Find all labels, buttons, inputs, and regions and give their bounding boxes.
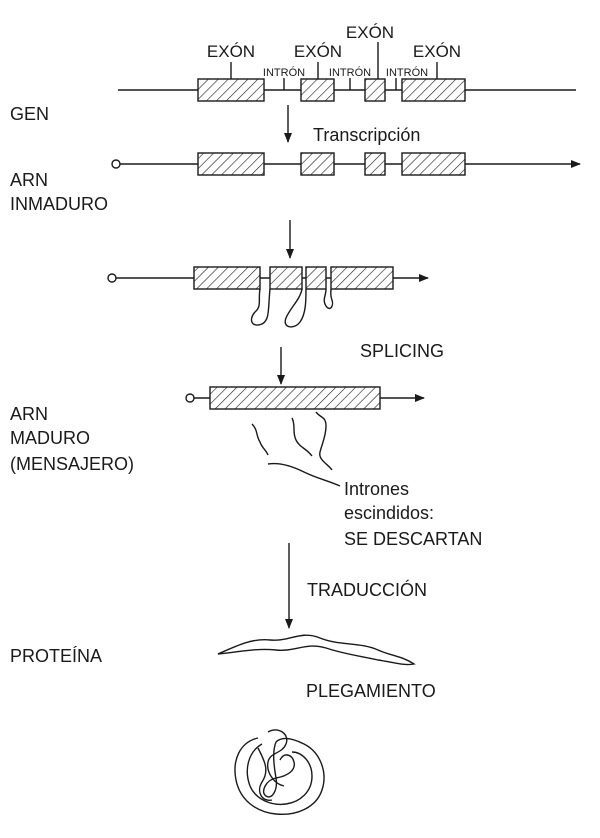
introns-note-line2: escindidos:: [344, 503, 434, 523]
introns-note-line3: SE DESCARTAN: [344, 529, 482, 549]
label-arn-maduro-line2: MADURO: [10, 428, 90, 448]
step-plegamiento: PLEGAMIENTO: [306, 681, 436, 701]
gene-structure: [118, 42, 576, 102]
intron-loop-2: [284, 288, 307, 328]
rna-exon-4: [401, 152, 466, 176]
rna-exon-3: [364, 152, 386, 176]
label-proteina: PROTEÍNA: [10, 646, 102, 666]
label-arn-maduro-line3: (MENSAJERO): [10, 454, 134, 474]
gene-exon-3: [364, 78, 386, 102]
label-gen: GEN: [10, 104, 49, 124]
step-traduccion: TRADUCCIÓN: [307, 579, 427, 600]
mature-exon-block: [209, 386, 381, 410]
label-arn-inmaduro-line1: ARN: [10, 170, 48, 190]
label-arn-maduro-line1: ARN: [10, 404, 48, 424]
excised-introns: [251, 411, 341, 487]
mature-rna: [185, 386, 425, 410]
rna-exon-1: [197, 152, 265, 176]
introns-note-line1: Intrones: [344, 479, 409, 499]
intron-loop-3: [323, 288, 334, 310]
intron-label-2: INTRÓN: [329, 66, 371, 79]
immature-rna: [111, 152, 581, 176]
exon-label-1: EXÓN: [207, 42, 255, 61]
step-transcripcion: Transcripción: [313, 125, 420, 145]
exon-label-2: EXÓN: [294, 42, 342, 61]
rna-exon-2: [300, 152, 335, 176]
exon-label-3: EXÓN: [346, 23, 394, 42]
folded-protein: [234, 729, 325, 815]
protein-chain: [217, 634, 416, 666]
exon-label-4: EXÓN: [413, 42, 461, 61]
gene-exon-2: [300, 78, 335, 102]
intron-label-3: INTRÓN: [386, 66, 428, 79]
intron-label-1: INTRÓN: [263, 66, 305, 79]
gene-exon-4: [401, 78, 466, 102]
splicing-rna: [107, 266, 429, 328]
intron-loop-1: [250, 288, 271, 326]
step-splicing: SPLICING: [360, 341, 444, 361]
label-arn-inmaduro-line2: INMADURO: [10, 194, 108, 214]
gene-exon-1: [197, 78, 265, 102]
